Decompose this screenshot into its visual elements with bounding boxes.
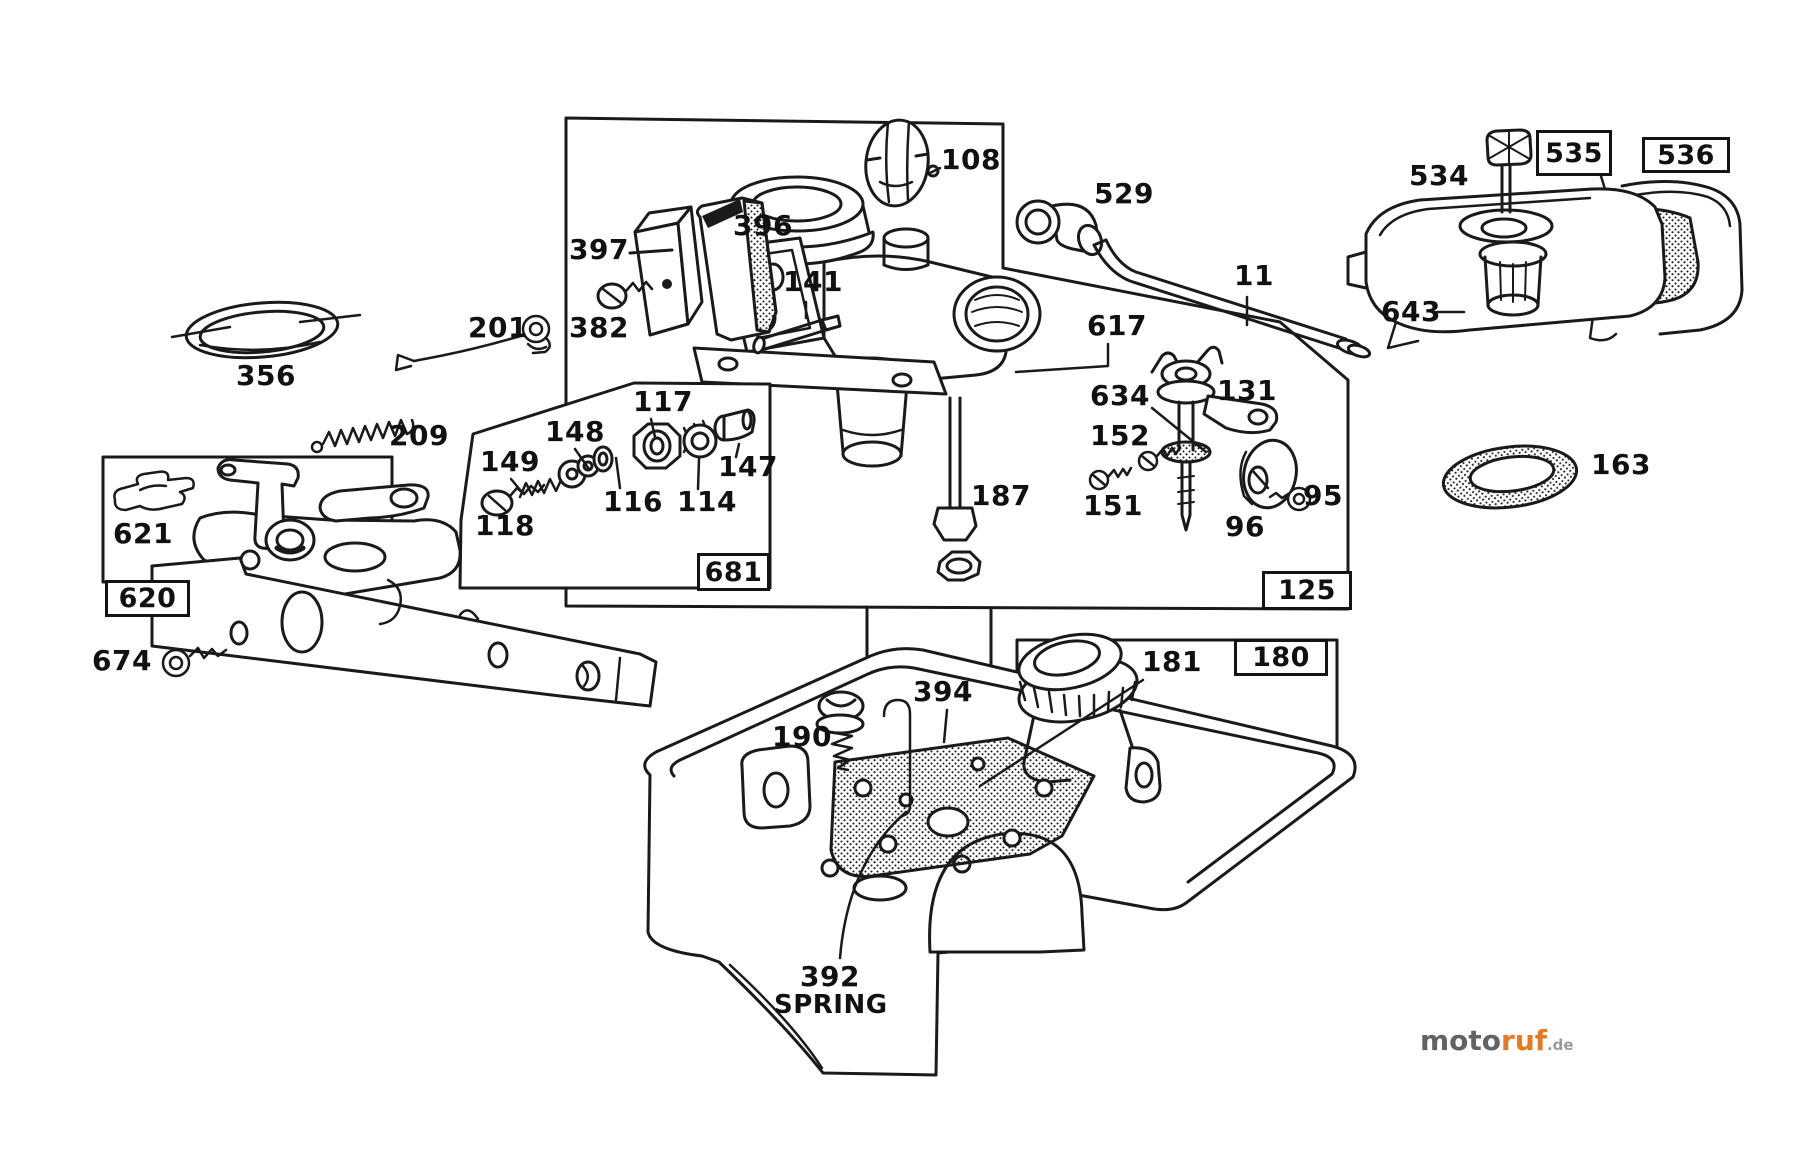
part-label-392: 392: [800, 960, 860, 993]
screw-151-drawing: [1088, 466, 1133, 491]
part-label-11: 11: [1234, 259, 1274, 292]
part-label-356: 356: [236, 359, 296, 392]
part-label-634: 634: [1090, 379, 1150, 412]
watermark: motoruf.de: [1420, 1024, 1574, 1057]
gasket-163-drawing: [1441, 444, 1579, 510]
screw-95-drawing: [1268, 486, 1312, 512]
bracket-620-drawing: [150, 556, 658, 708]
part-label-617: 617: [1087, 309, 1147, 342]
part-label-201: 201: [468, 311, 528, 344]
part-label-151: 151: [1083, 489, 1143, 522]
air-vane-396-drawing: [695, 196, 778, 342]
part-label-397: 397: [569, 233, 629, 266]
part-label-534: 534: [1409, 159, 1469, 192]
part-label-147: 147: [718, 450, 778, 483]
ring-356-drawing: [170, 300, 362, 360]
fuel-cap-534-drawing: [1485, 128, 1533, 214]
part-label-114: 114: [677, 485, 737, 518]
part-label-382: 382: [569, 311, 629, 344]
part-label-394: 394: [913, 675, 973, 708]
watermark-ruf: ruf: [1501, 1024, 1547, 1057]
part-label-180: 180: [1234, 639, 1328, 676]
part-label-141: 141: [783, 265, 843, 298]
needle-valve-parts-681-drawing: [480, 408, 756, 517]
part-label-149: 149: [480, 445, 540, 478]
fuel-tank-643-drawing: [1346, 187, 1667, 350]
part-label-535: 535: [1536, 130, 1612, 176]
disc-96-drawing: [1239, 438, 1298, 510]
part-label-131: 131: [1217, 374, 1277, 407]
part-label-117: 117: [633, 385, 693, 418]
choke-plate-108-drawing: [864, 118, 942, 208]
spring-392-drawing: [882, 698, 912, 818]
part-label-621: 621: [113, 517, 173, 550]
float-assembly-131-drawing: [1150, 345, 1279, 532]
part-label-152: 152: [1090, 419, 1150, 452]
part-label-190: 190: [772, 720, 832, 753]
screw-674-drawing: [161, 646, 228, 678]
part-label-681: 681: [697, 553, 770, 591]
part-label-148: 148: [545, 415, 605, 448]
part-label-209: 209: [389, 419, 449, 452]
gasket-394-drawing: [829, 736, 1096, 878]
part-label-643: 643: [1381, 295, 1441, 328]
part-label-674: 674: [92, 644, 152, 677]
part-label-125: 125: [1262, 571, 1352, 610]
part-label-95: 95: [1303, 479, 1343, 512]
part-label-116: 116: [603, 485, 663, 518]
part-label-118: 118: [475, 509, 535, 542]
clip-621-drawing: [113, 470, 195, 512]
bracket-397-drawing: [628, 205, 704, 337]
part-label-187: 187: [971, 479, 1031, 512]
fuel-line-11-drawing: [1092, 238, 1372, 359]
part-label-163: 163: [1591, 448, 1651, 481]
leader-lines: [838, 295, 1249, 960]
filter-cover-536-drawing: [1588, 180, 1744, 342]
spring-209-drawing: [310, 418, 415, 454]
part-label-181: 181: [1142, 645, 1202, 678]
leader-617: [1014, 342, 1110, 374]
part-label-96: 96: [1225, 510, 1265, 543]
group-box-125-outline: [564, 116, 1350, 611]
part-label-spring: SPRING: [774, 990, 888, 1020]
governor-link-201-drawing: [394, 314, 551, 372]
part-label-108: 108: [941, 143, 1001, 176]
watermark-de: .de: [1546, 1036, 1574, 1054]
screw-190-drawing: [815, 690, 865, 772]
part-label-529: 529: [1094, 177, 1154, 210]
watermark-moto: moto: [1420, 1024, 1502, 1057]
part-label-396: 396: [733, 209, 793, 242]
screw-382-drawing: [596, 280, 654, 310]
pin-141-drawing: [752, 300, 842, 355]
part-label-536: 536: [1642, 137, 1730, 173]
fuel-tank-body-drawing: [643, 647, 1357, 1077]
bolt-187-drawing: [932, 396, 982, 582]
part-label-620: 620: [105, 580, 190, 617]
screw-152-drawing: [1137, 445, 1182, 472]
